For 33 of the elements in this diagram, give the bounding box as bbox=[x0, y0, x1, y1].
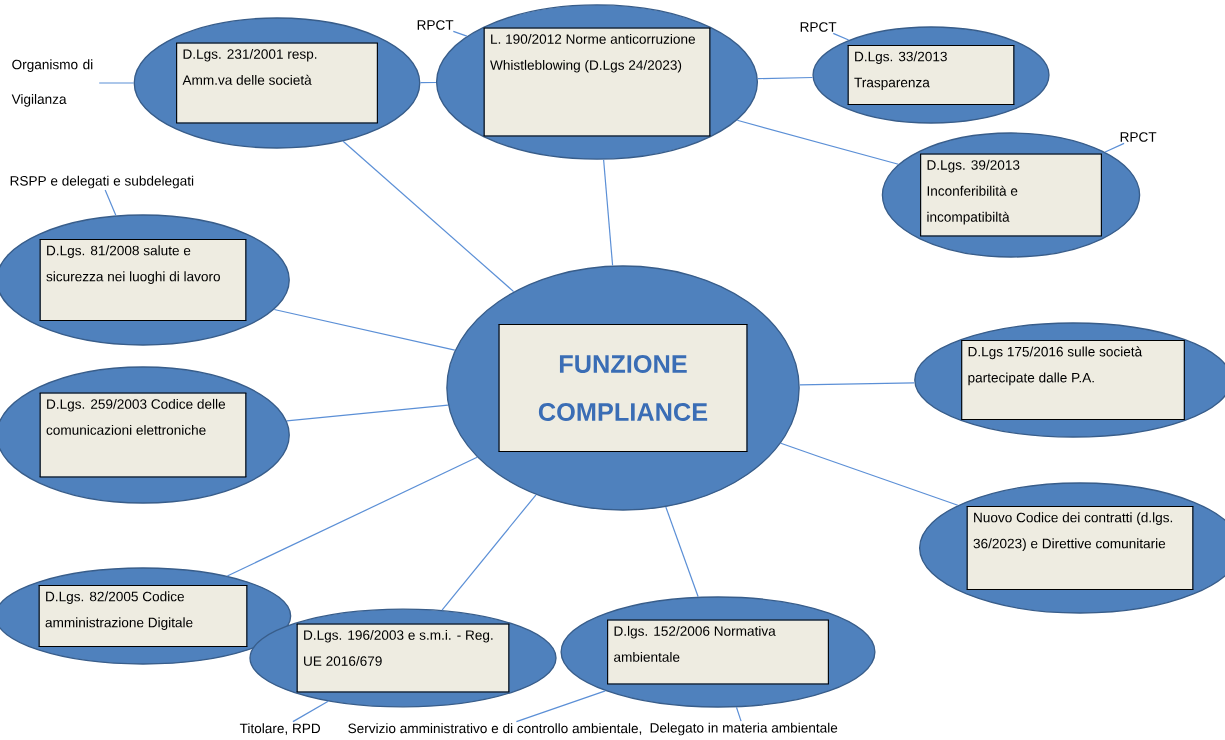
annotation-text: Titolare, RPD bbox=[239, 723, 321, 735]
law-box: D.Lgs. 259/2003 Codice delle comunicazioni elettroniche bbox=[0, 366, 290, 504]
connector-line bbox=[799, 382, 915, 386]
law-box: D.Lgs. 81/2008 salute e sicurezza nei luoghi di lavoro bbox=[0, 214, 290, 346]
title-box: FUNZIONE COMPLIANCE bbox=[446, 265, 800, 511]
law-box: Nuovo Codice dei contratti (d.lgs. 36/2023) e Direttive comunitarie bbox=[918, 482, 1225, 614]
law-box: D.Lgs 175/2016 sulle società partecipate dalle P.A. bbox=[914, 322, 1225, 438]
leader-line bbox=[452, 30, 468, 37]
leader-line bbox=[735, 706, 742, 722]
connector-line bbox=[441, 494, 537, 611]
connector-line bbox=[273, 308, 456, 351]
connector-line bbox=[665, 506, 699, 598]
connector-line bbox=[226, 456, 478, 577]
annotation-text: Delegato in materia ambientale bbox=[650, 722, 838, 736]
annotation-text: Servizio amministrativo e di controllo ambientale, bbox=[348, 723, 642, 735]
leader-line bbox=[1104, 142, 1125, 153]
connector-line bbox=[286, 404, 449, 422]
leader-line bbox=[292, 700, 329, 723]
leader-line bbox=[515, 690, 606, 723]
annotation-text: RSPP e delegati e subdelegati bbox=[10, 175, 194, 189]
annotation-text: Organismo di Vigilanza bbox=[11, 59, 93, 107]
connector-line bbox=[780, 442, 959, 506]
connector-line bbox=[419, 81, 437, 84]
leader-line bbox=[832, 32, 850, 41]
law-box: D.lgs. 152/2006 Normativa ambientale bbox=[560, 596, 876, 708]
connector-line bbox=[757, 76, 814, 80]
connector-line bbox=[603, 159, 614, 267]
connector-line bbox=[342, 140, 515, 293]
leader-line bbox=[98, 82, 135, 84]
law-box: D.Lgs. 196/2003 e s.m.i. - Reg. UE 2016/679 bbox=[249, 608, 557, 708]
connector-line bbox=[736, 119, 899, 165]
law-box: D.Lgs. 82/2005 Codice amministrazione Digitale bbox=[0, 567, 292, 665]
leader-line bbox=[104, 189, 117, 217]
